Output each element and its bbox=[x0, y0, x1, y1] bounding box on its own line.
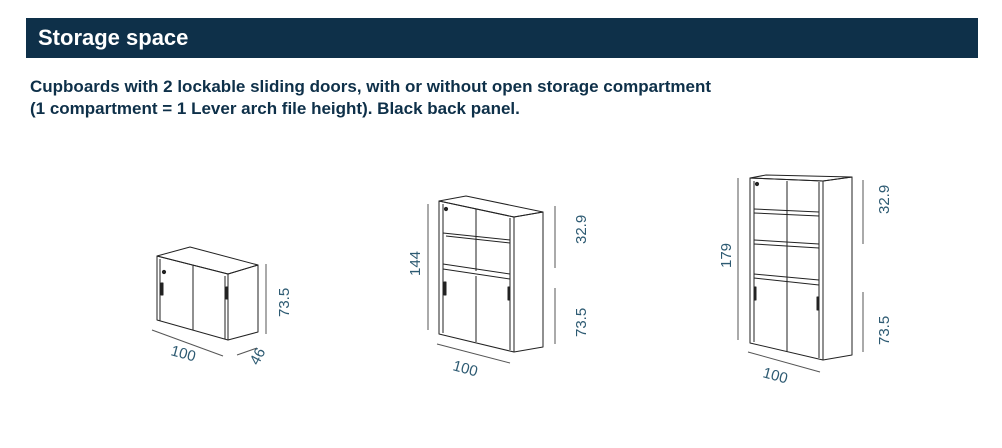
cabinet-low-side bbox=[227, 264, 259, 341]
section-header: Storage space bbox=[26, 18, 978, 58]
door-handle bbox=[753, 286, 757, 301]
cabinet-low-drawing bbox=[151, 246, 267, 357]
door-handle bbox=[816, 296, 820, 311]
door-handle bbox=[160, 282, 164, 296]
cabinet-tall-width-label: 100 bbox=[761, 364, 790, 387]
cabinet-tall-door-height-label: 73.5 bbox=[876, 316, 893, 345]
lock-icon bbox=[161, 269, 167, 275]
door-handle bbox=[225, 286, 229, 300]
section-title: Storage space bbox=[38, 25, 189, 50]
cabinet-medium-top bbox=[438, 195, 544, 218]
lock-icon bbox=[754, 181, 760, 187]
cabinet-tall-drawing bbox=[737, 174, 864, 373]
cabinet-medium-compartment-label: 32.9 bbox=[573, 215, 590, 244]
cabinet-tall-total-height-label: 179 bbox=[718, 243, 735, 268]
lock-icon bbox=[443, 206, 449, 212]
product-description: Cupboards with 2 lockable sliding doors,… bbox=[30, 76, 711, 120]
door-handle bbox=[443, 281, 447, 296]
cabinet-low-width-label: 100 bbox=[169, 342, 198, 365]
cabinet-medium-width-label: 100 bbox=[451, 357, 480, 380]
cabinet-medium-drawing bbox=[427, 195, 556, 364]
cabinet-medium-side bbox=[513, 211, 544, 353]
cabinet-medium-total-height-label: 144 bbox=[407, 251, 424, 276]
door-handle bbox=[507, 286, 511, 301]
cabinet-medium-door-height-label: 73.5 bbox=[573, 308, 590, 337]
cabinet-tall-side bbox=[822, 176, 853, 361]
description-line-2: (1 compartment = 1 Lever arch file heigh… bbox=[30, 99, 520, 118]
cabinet-low-depth-label: 46 bbox=[247, 345, 270, 368]
description-line-1: Cupboards with 2 lockable sliding doors,… bbox=[30, 77, 711, 96]
cabinet-tall-compartment-label: 32.9 bbox=[876, 185, 893, 214]
cabinet-low-height-label: 73.5 bbox=[276, 288, 293, 317]
